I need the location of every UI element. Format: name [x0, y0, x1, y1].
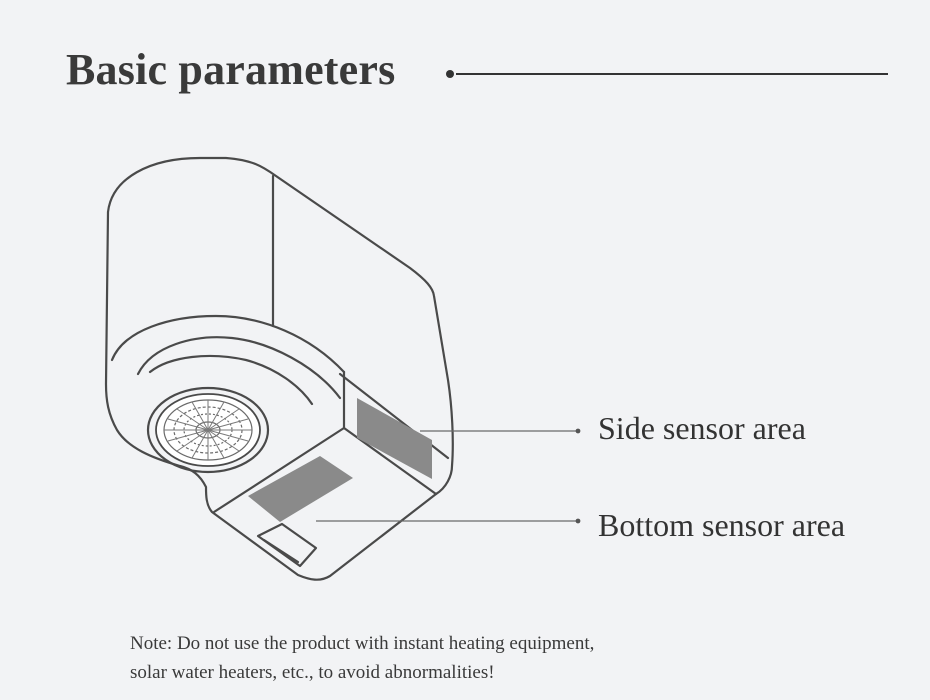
side-callout-dot [575, 428, 581, 434]
side-sensor-panel [357, 398, 432, 479]
aerator-mesh [146, 386, 270, 474]
device-inner-ring [136, 336, 342, 400]
bottom-sensor-label: Bottom sensor area [598, 507, 846, 543]
bottom-button [256, 522, 318, 568]
note-line-2: solar water heaters, etc., to avoid abno… [130, 662, 495, 683]
divider-line [456, 73, 888, 75]
usage-note: Note: Do not use the product with instan… [130, 629, 594, 687]
title-divider [446, 68, 888, 80]
side-sensor-label: Side sensor area [598, 410, 806, 446]
bottom-sensor-panel [248, 456, 353, 522]
note-line-1: Note: Do not use the product with instan… [130, 633, 595, 654]
device-front-ring [110, 314, 346, 374]
device-body-outline [104, 156, 454, 581]
divider-dot [446, 70, 454, 78]
bottom-callout-dot [575, 518, 581, 524]
faucet-sensor-illustration [104, 156, 454, 581]
page-title: Basic parameters [66, 45, 396, 94]
